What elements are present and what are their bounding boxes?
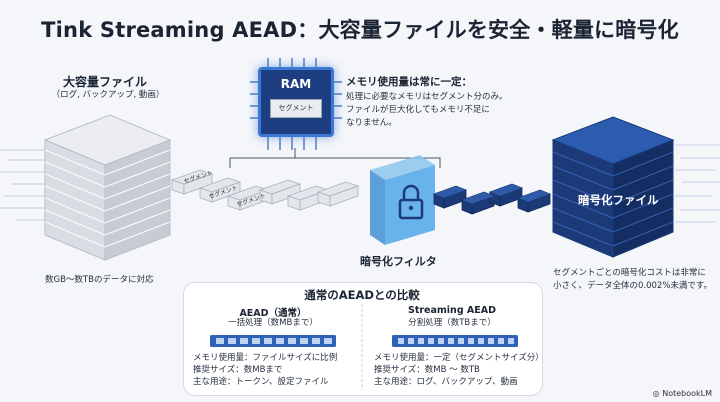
encrypted-file-label: 暗号化ファイル bbox=[578, 193, 659, 207]
large-file-subtitle: （ログ, バックアップ, 動画） bbox=[51, 90, 165, 100]
aead-line3: 主な用途：トークン、設定ファイル bbox=[193, 377, 329, 387]
aead-memory-bar-icon bbox=[210, 335, 336, 347]
page-title: Tink Streaming AEAD：大容量ファイルを安全・軽量に暗号化 bbox=[41, 18, 679, 42]
notebooklm-brand: ◎ NotebookLM bbox=[653, 389, 712, 398]
comparison-title: 通常のAEADとの比較 bbox=[304, 288, 420, 302]
encryption-filter bbox=[370, 155, 435, 245]
ram-chip-pins bbox=[250, 58, 342, 150]
ram-label: RAM bbox=[280, 77, 312, 91]
large-file-title: 大容量ファイル bbox=[62, 75, 147, 89]
memory-note-line2: ファイルが巨大化してもメモリ不足に bbox=[346, 105, 490, 115]
aead-subheading: 一括処理（数MBまで） bbox=[228, 318, 318, 328]
aead-line1: メモリ使用量：ファイルサイズに比例 bbox=[193, 353, 338, 363]
streaming-line1: メモリ使用量：一定（セグメントサイズ分） bbox=[374, 353, 544, 363]
comparison-divider bbox=[361, 304, 363, 390]
aead-heading: AEAD（通常） bbox=[239, 308, 307, 319]
filter-label: 暗号化フィルタ bbox=[360, 255, 437, 268]
streaming-memory-bar-icon bbox=[392, 335, 518, 347]
large-file-stack-icon bbox=[43, 114, 172, 261]
streaming-line2: 推奨サイズ：数MB ～ 数TB bbox=[374, 365, 480, 375]
memory-note-line1: 処理に必要なメモリはセグメント分のみ。 bbox=[346, 92, 508, 102]
memory-note-line3: なりません。 bbox=[346, 118, 397, 128]
streaming-line3: 主な用途：ログ、バックアップ、動画 bbox=[374, 377, 518, 387]
ram-segment-label: セグメント bbox=[270, 99, 322, 118]
encrypted-file-stack-icon bbox=[551, 116, 675, 258]
notebooklm-logo-icon: ◎ bbox=[652, 389, 660, 398]
streaming-aead-subheading: 分割処理（数TBまで） bbox=[408, 318, 496, 328]
aead-line2: 推奨サイズ：数MBまで bbox=[193, 365, 283, 375]
encrypted-segment-blocks bbox=[432, 183, 552, 215]
encrypted-file-caption-line1: セグメントごとの暗号化コストは非常に bbox=[553, 268, 706, 278]
notebooklm-brand-label: NotebookLM bbox=[662, 389, 712, 398]
plain-segment-blocks bbox=[170, 169, 360, 211]
encrypted-file-caption-line2: 小さく、データ全体の0.002%未満です。 bbox=[553, 281, 713, 291]
large-file-caption: 数GB～数TBのデータに対応 bbox=[45, 275, 154, 285]
memory-note-title: メモリ使用量は常に一定： bbox=[346, 76, 472, 88]
lock-icon bbox=[398, 184, 424, 220]
streaming-aead-heading: Streaming AEAD bbox=[407, 305, 497, 316]
